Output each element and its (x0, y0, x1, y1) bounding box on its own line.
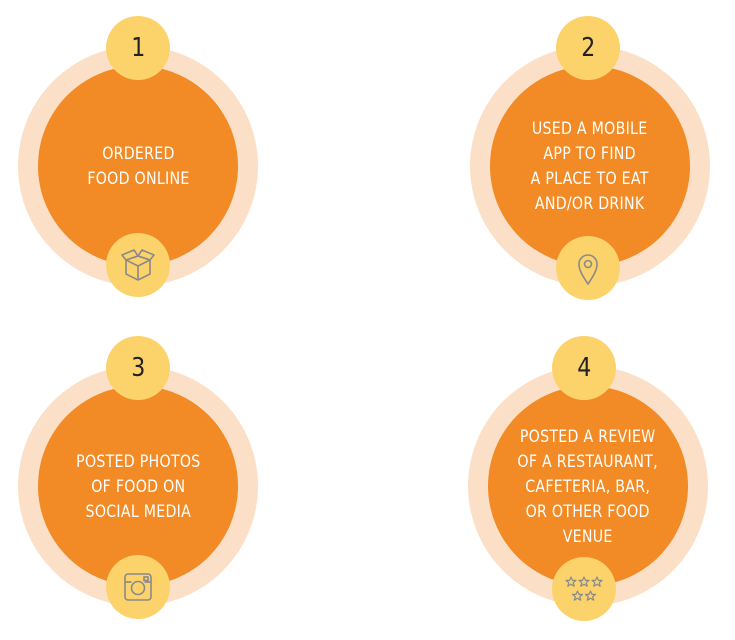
item-2: USED A MOBILE APP TO FIND A PLACE TO EAT… (440, 0, 730, 310)
box-icon (106, 233, 170, 297)
item-number: 1 (130, 33, 146, 63)
item-number-badge: 4 (552, 336, 616, 400)
item-text: ORDERED FOOD ONLINE (86, 144, 190, 188)
item-number-badge: 1 (106, 16, 170, 80)
item-core: USED A MOBILE APP TO FIND A PLACE TO EAT… (490, 66, 690, 266)
item-1: ORDERED FOOD ONLINE 1 (0, 0, 290, 310)
item-number: 3 (130, 353, 146, 383)
item-number: 4 (576, 353, 592, 383)
item-number-badge: 3 (106, 336, 170, 400)
item-core: POSTED A REVIEW OF A RESTAURANT, CAFETER… (488, 386, 688, 586)
item-core: ORDERED FOOD ONLINE (38, 66, 238, 266)
item-core: POSTED PHOTOS OF FOOD ON SOCIAL MEDIA (38, 386, 238, 586)
instagram-icon (106, 555, 170, 619)
item-text: POSTED A REVIEW OF A RESTAURANT, CAFETER… (517, 426, 659, 546)
stars-icon (552, 557, 616, 621)
item-text: USED A MOBILE APP TO FIND A PLACE TO EAT… (530, 119, 650, 213)
item-number: 2 (580, 33, 596, 63)
location-pin-icon (556, 236, 620, 300)
item-3: POSTED PHOTOS OF FOOD ON SOCIAL MEDIA 3 (0, 320, 290, 630)
item-text: POSTED PHOTOS OF FOOD ON SOCIAL MEDIA (75, 451, 201, 521)
item-number-badge: 2 (556, 16, 620, 80)
item-4: POSTED A REVIEW OF A RESTAURANT, CAFETER… (440, 320, 730, 630)
